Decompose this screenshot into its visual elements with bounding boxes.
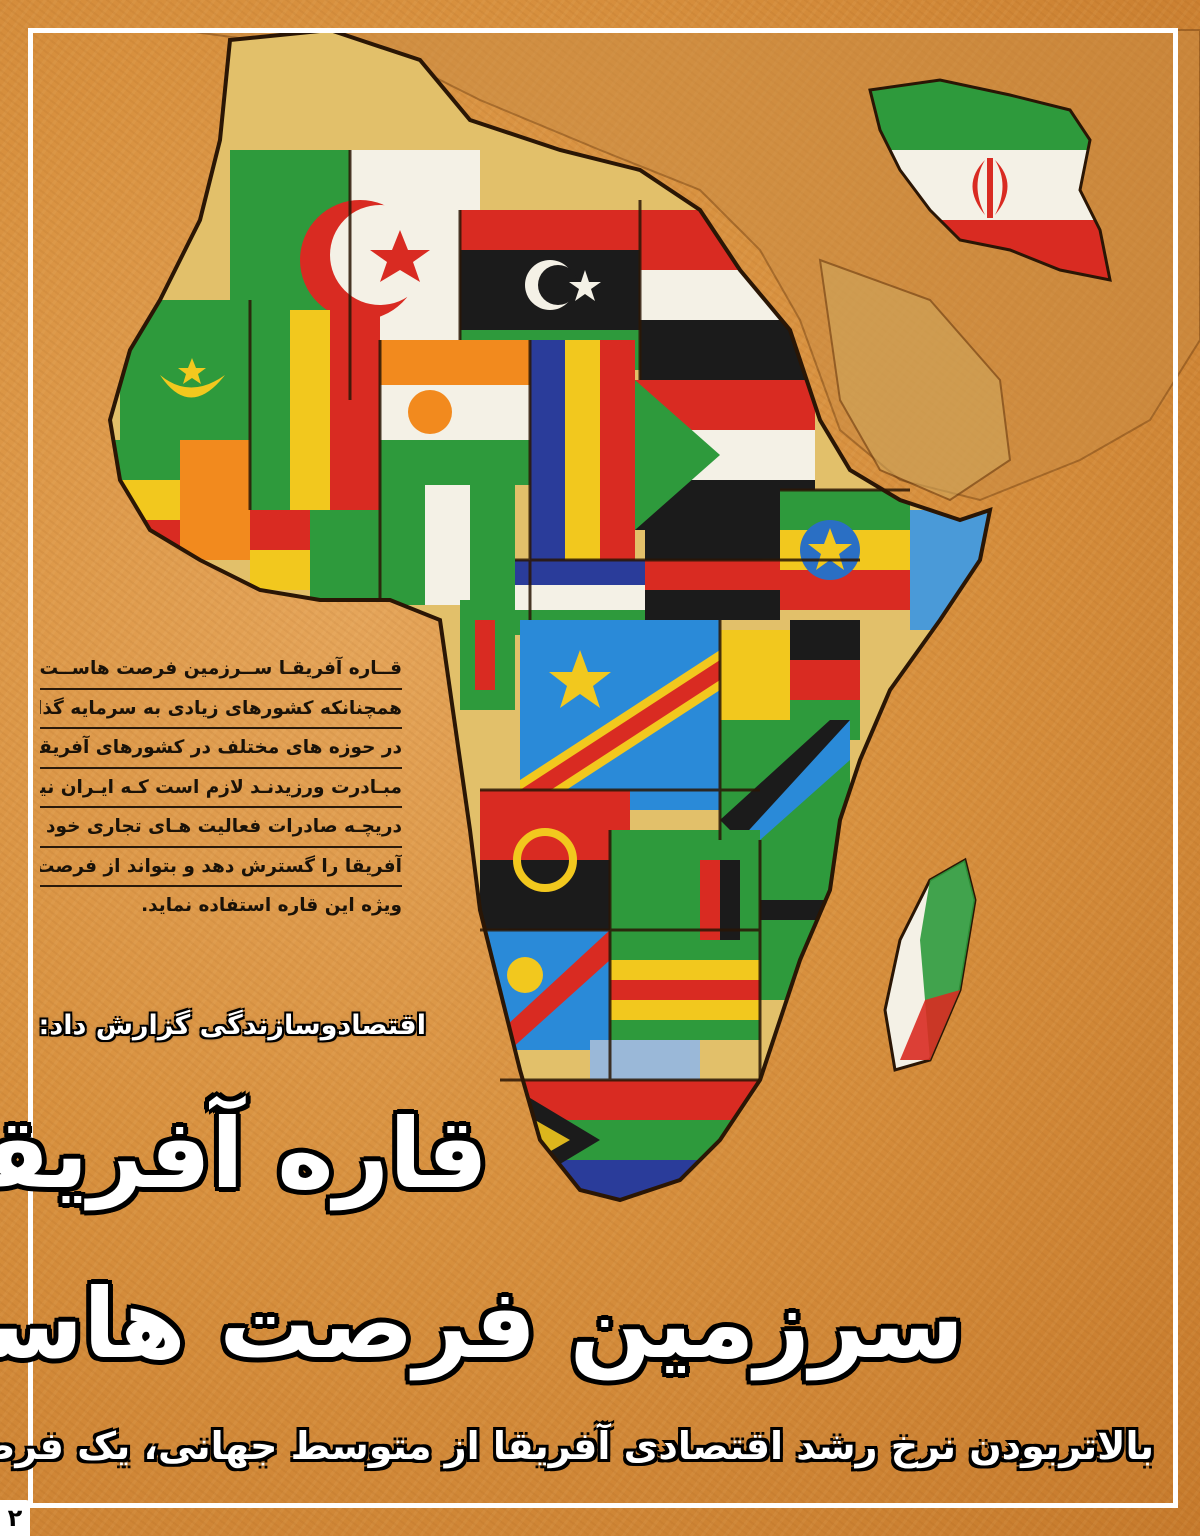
flag-ethiopia [780,490,910,610]
flag-east-africa [645,530,860,740]
flag-chad [530,340,635,570]
intro-line: مبـادرت ورزیدنـد لازم است کـه ایـران نیز… [40,769,402,808]
subtitle: بالاتربودن نرخ رشد اقتصادی آفریقا از متو… [0,1424,1154,1468]
reporter-line: اقتصادوسازندگی گزارش داد: [38,1010,426,1041]
flag-zambia [610,830,760,940]
madagascar [883,857,977,1072]
flag-tanzania [720,720,850,840]
intro-line: همچنانکه کشورهای زیادی به سرمایه گذاری [40,690,402,729]
flag-mali [250,310,380,510]
page-border [28,28,1178,1508]
flag-nigeria [380,485,515,605]
headline-line-1: قاره آفریقا [0,1098,490,1210]
intro-line: آفریقا را گسترش دهد و بتواند از فرصت های [40,848,402,887]
intro-line: قــاره آفریقـا ســرزمین فرصت هاســت، [40,650,402,690]
intro-paragraph: قــاره آفریقـا ســرزمین فرصت هاســت، همچ… [40,650,402,925]
flag-niger [380,340,530,485]
flag-angola [480,790,630,930]
page-number: ۲ [0,1500,30,1536]
flag-dr-congo [520,620,720,820]
intro-line: ویژه این قاره استفاده نماید. [141,895,402,916]
intro-line: دریچـه صادرات فعالیت هـای تجاری خود با [40,808,402,848]
country-borders [248,150,910,1082]
intro-line: در حوزه های مختلف در کشورهای آفریقایی [40,729,402,769]
